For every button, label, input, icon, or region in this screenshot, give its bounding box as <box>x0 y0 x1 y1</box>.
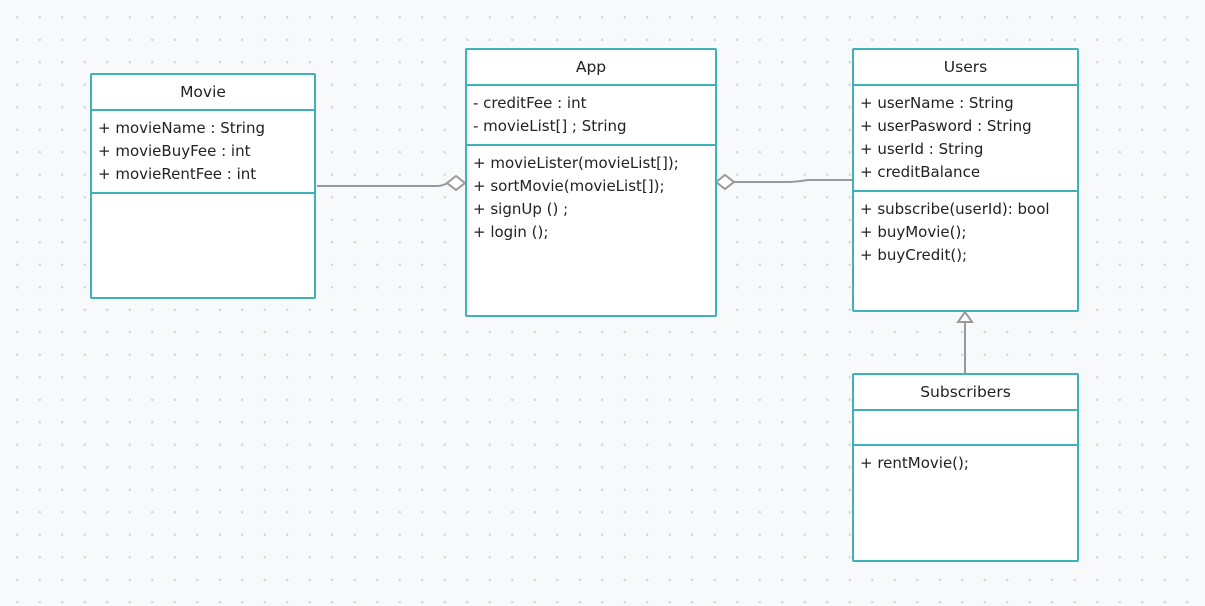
operation: + buyMovie(); <box>860 223 967 241</box>
attribute: - movieList[] ; String <box>473 117 627 135</box>
class-movie-operations <box>92 194 314 297</box>
movie-app-aggregation-line[interactable] <box>317 182 449 187</box>
operation: + movieLister(movieList[]); <box>473 154 679 172</box>
operation: + signUp () ; <box>473 200 569 218</box>
app-users-aggregation-diamond[interactable] <box>714 173 736 191</box>
class-movie-name: Movie <box>92 75 314 111</box>
class-app-attributes: - creditFee : int - movieList[] ; String <box>467 86 715 146</box>
attribute: + creditBalance <box>860 163 981 181</box>
app-movie-aggregation-diamond[interactable] <box>445 174 467 192</box>
operation: + subscribe(userId): bool <box>860 200 1050 218</box>
class-subscribers[interactable]: Subscribers + rentMovie(); <box>852 373 1079 562</box>
class-app-name: App <box>467 50 715 86</box>
class-subscribers-attributes <box>854 411 1077 446</box>
attribute: + movieName : String <box>98 119 266 137</box>
attribute: + userPasword : String <box>860 117 1032 135</box>
attribute: + movieBuyFee : int <box>98 142 251 160</box>
operation: + sortMovie(movieList[]); <box>473 177 665 195</box>
operation: + rentMovie(); <box>860 454 969 472</box>
attribute: - creditFee : int <box>473 94 587 112</box>
class-subscribers-operations: + rentMovie(); <box>854 446 1077 560</box>
attribute: + movieRentFee : int <box>98 165 257 183</box>
class-subscribers-name: Subscribers <box>854 375 1077 411</box>
users-generalization-arrowhead[interactable] <box>956 310 974 323</box>
operation: + buyCredit(); <box>860 246 968 264</box>
class-users-attributes: + userName : String + userPasword : Stri… <box>854 86 1077 192</box>
class-users-name: Users <box>854 50 1077 86</box>
class-app[interactable]: App - creditFee : int - movieList[] ; St… <box>465 48 717 317</box>
class-app-operations: + movieLister(movieList[]); + sortMovie(… <box>467 146 715 315</box>
class-users-operations: + subscribe(userId): bool + buyMovie(); … <box>854 192 1077 310</box>
attribute: + userName : String <box>860 94 1014 112</box>
attribute: + userId : String <box>860 140 984 158</box>
users-app-aggregation-line[interactable] <box>734 179 852 183</box>
class-movie[interactable]: Movie + movieName : String + movieBuyFee… <box>90 73 316 299</box>
class-users[interactable]: Users + userName : String + userPasword … <box>852 48 1079 312</box>
operation: + login (); <box>473 223 549 241</box>
class-movie-attributes: + movieName : String + movieBuyFee : int… <box>92 111 314 194</box>
